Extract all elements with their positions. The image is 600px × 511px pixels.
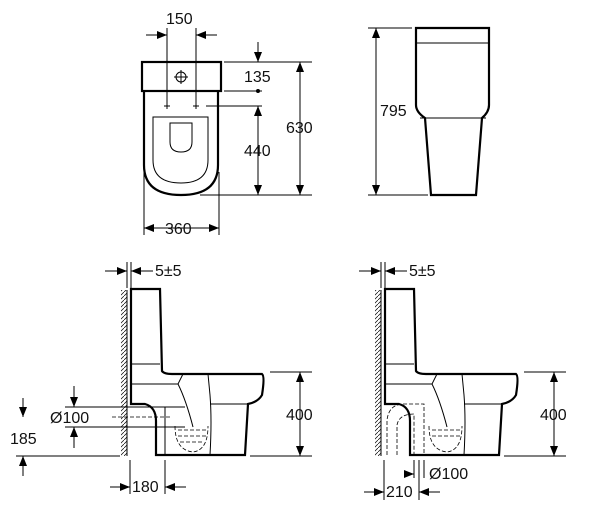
side-view-right: 400 5±5 Ø100 210 [359, 262, 567, 501]
dim-135: 135 [244, 69, 271, 86]
dim-180: 180 [132, 479, 159, 496]
side-view-left: Ø100 185 400 5±5 180 [10, 262, 313, 496]
dim-5-5-right: 5±5 [409, 263, 436, 280]
tank-outline [140, 60, 223, 93]
front-outline [414, 26, 491, 197]
wall-hatch [121, 290, 127, 456]
dim-400-left: 400 [286, 407, 313, 424]
seat-outline [152, 116, 209, 184]
bowl-outline [142, 91, 220, 197]
front-view: 795 [368, 26, 491, 197]
dim-360: 360 [165, 221, 192, 238]
dim-diameter-100-left: Ø100 [50, 410, 89, 427]
dim-400-right: 400 [540, 407, 567, 424]
dim-210: 210 [386, 484, 413, 501]
dim-185: 185 [10, 431, 37, 448]
dim-150: 150 [166, 11, 193, 28]
dim-5-5-left: 5±5 [155, 263, 182, 280]
dim-diameter-100-right: Ø100 [429, 466, 468, 483]
dim-630: 630 [286, 120, 313, 137]
dim-795: 795 [380, 103, 407, 120]
top-view: 150 135 440 630 360 [140, 11, 313, 238]
toilet-side-outline [129, 287, 265, 457]
dim-440: 440 [244, 143, 271, 160]
